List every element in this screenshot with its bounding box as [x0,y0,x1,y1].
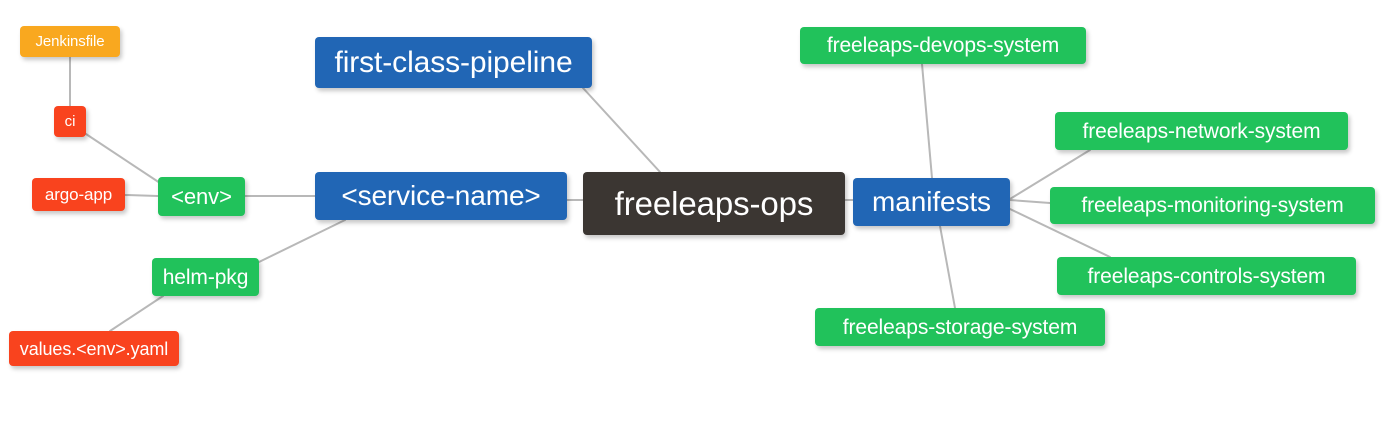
mindmap-edge [124,194,159,197]
mindmap-node-jenkinsfile[interactable]: Jenkinsfile [20,26,120,57]
mindmap-edge [921,63,933,179]
mindmap-node-label: Jenkinsfile [35,33,105,50]
mindmap-node-label: <service-name> [341,180,541,211]
mindmap-node-argo-app[interactable]: argo-app [32,178,125,211]
mindmap-edge [258,219,346,263]
mindmap-node-label: freeleaps-devops-system [826,34,1060,57]
mindmap-node-freeleaps-devops-system[interactable]: freeleaps-devops-system [800,27,1086,64]
mindmap-node-service-name[interactable]: <service-name> [315,172,567,220]
mindmap-node-freeleaps-storage-system[interactable]: freeleaps-storage-system [815,308,1105,346]
mindmap-edge [85,133,161,184]
mindmap-edge [582,87,661,173]
mindmap-node-label: freeleaps-controls-system [1087,264,1326,288]
mindmap-node-freeleaps-network-system[interactable]: freeleaps-network-system [1055,112,1348,150]
mindmap-node-label: <env> [171,183,232,209]
mindmap-edge [109,295,164,332]
mindmap-edge [1009,199,1051,204]
mindmap-node-label: freeleaps-network-system [1082,119,1321,143]
mindmap-node-env[interactable]: <env> [158,177,245,216]
mindmap-node-label: freeleaps-monitoring-system [1081,194,1344,217]
mindmap-node-values-yaml[interactable]: values.<env>.yaml [9,331,179,366]
mindmap-node-freeleaps-controls-system[interactable]: freeleaps-controls-system [1057,257,1356,295]
mindmap-node-freeleaps-monitoring-system[interactable]: freeleaps-monitoring-system [1050,187,1375,224]
mindmap-node-ci[interactable]: ci [54,106,86,137]
mindmap-edge [939,225,956,309]
mindmap-node-label: freeleaps-ops [614,185,814,222]
mindmap-node-label: helm-pkg [162,265,249,289]
mindmap-node-label: first-class-pipeline [334,45,573,79]
mindmap-node-freeleaps-ops[interactable]: freeleaps-ops [583,172,845,235]
mindmap-node-label: manifests [872,186,991,217]
mindmap-node-label: argo-app [44,185,113,204]
mindmap-node-first-class-pipeline[interactable]: first-class-pipeline [315,37,592,88]
mindmap-node-manifests[interactable]: manifests [853,178,1010,226]
mindmap-node-label: ci [64,113,76,130]
mindmap-node-label: values.<env>.yaml [19,338,169,359]
mindmap-node-helm-pkg[interactable]: helm-pkg [152,258,259,296]
mindmap-node-label: freeleaps-storage-system [842,315,1078,339]
